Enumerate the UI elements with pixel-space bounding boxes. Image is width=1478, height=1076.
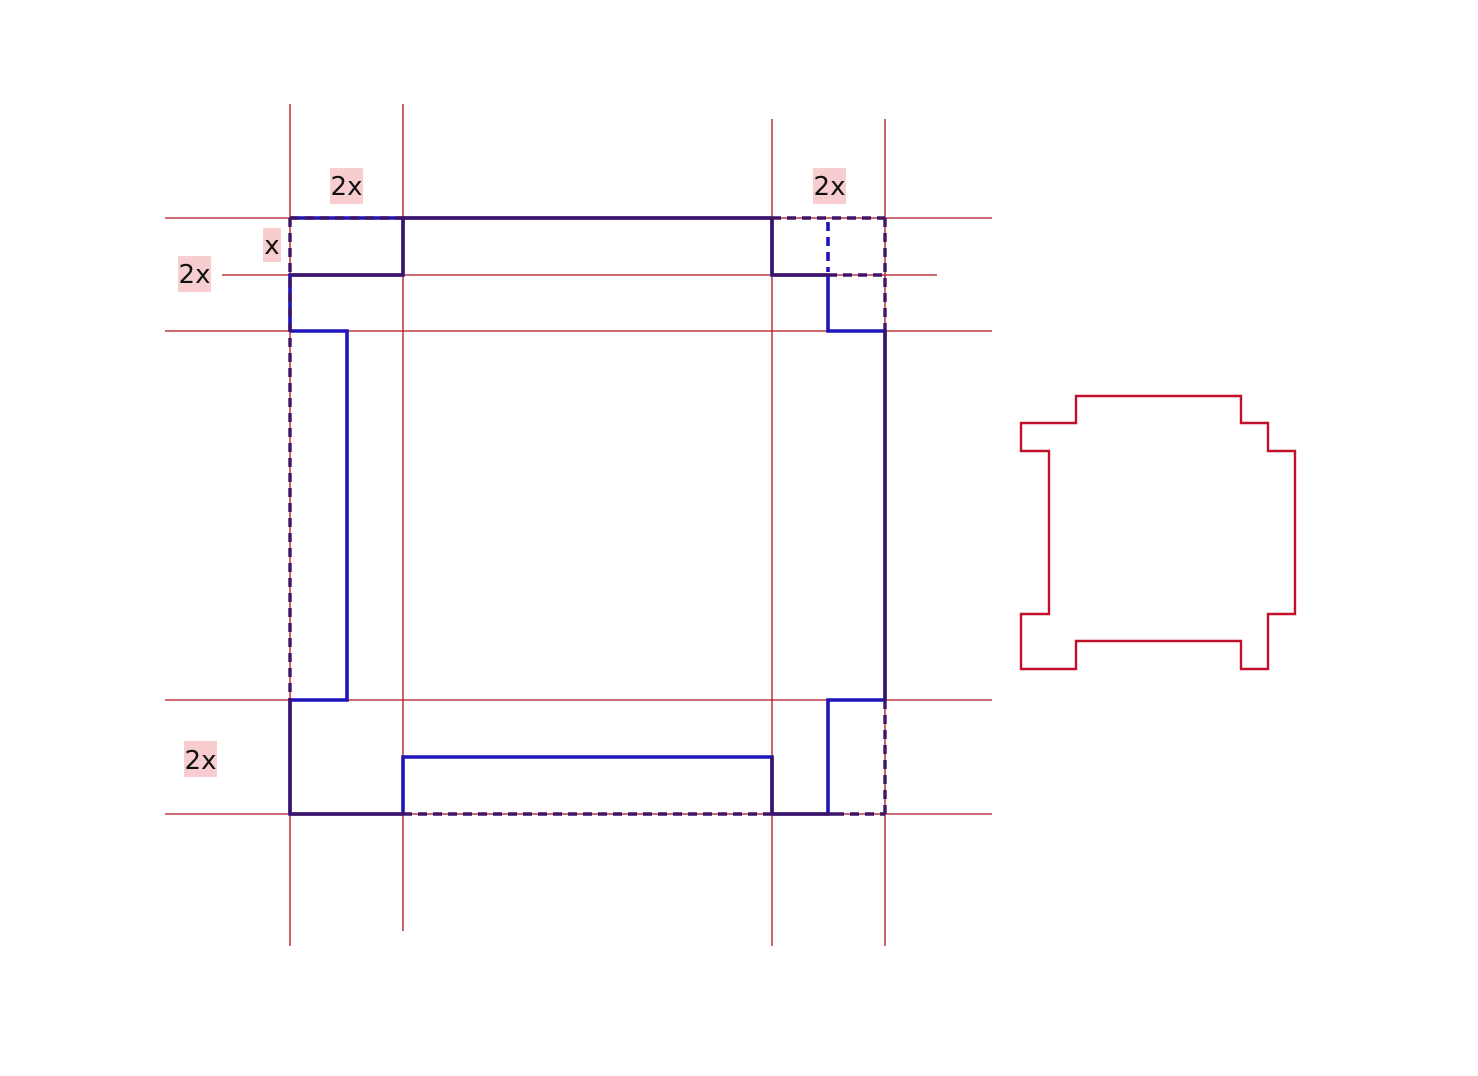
fold-lines: [288, 216, 887, 816]
label-top-strip-height: x: [263, 228, 281, 262]
outline-bottom-right-step: [772, 698, 885, 816]
svg-text:2x: 2x: [179, 260, 211, 290]
label-top-left-width: 2x: [330, 168, 363, 204]
outline-left-strip: [288, 329, 403, 816]
overlap-solid-lines: [288, 216, 887, 816]
label-bottom-band-height: 2x: [184, 741, 217, 777]
outline-top-right-step: [770, 218, 887, 700]
svg-text:x: x: [264, 231, 279, 261]
label-left-band-height: 2x: [178, 256, 211, 292]
svg-text:2x: 2x: [814, 172, 846, 202]
svg-text:2x: 2x: [185, 746, 217, 776]
svg-text:2x: 2x: [331, 172, 363, 202]
outline-bottom-strip: [401, 755, 774, 814]
net-outline: [288, 216, 887, 816]
label-top-right-width: 2x: [813, 168, 846, 204]
result-shape: [1019, 394, 1297, 671]
dimension-labels: 2x 2x x 2x 2x: [178, 168, 846, 777]
